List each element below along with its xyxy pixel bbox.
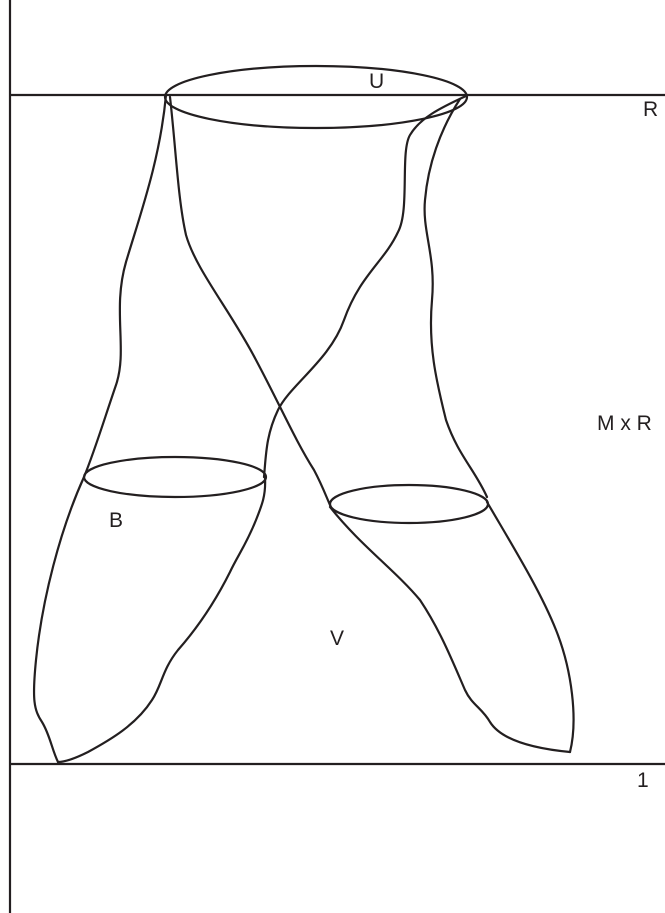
- crossing-strand-left-to-right: [168, 95, 332, 507]
- right-leg-outer-edge: [485, 500, 575, 754]
- label-middle-region: M x R: [597, 412, 652, 435]
- left-leg-outer-edge: [32, 475, 86, 764]
- right-ellipse: [328, 483, 490, 525]
- label-left-ellipse: B: [109, 509, 123, 532]
- left-tube-outer-edge: [82, 93, 168, 479]
- crossing-strand-right-to-left: [262, 94, 468, 479]
- label-top-line: R: [643, 98, 658, 121]
- right-leg-inner-edge: [328, 505, 572, 754]
- right-tube-outer-edge: [423, 97, 489, 499]
- label-bottom-line: 1: [637, 769, 649, 792]
- top-ellipse: [163, 64, 469, 130]
- left-leg-inner-edge: [56, 476, 267, 764]
- label-region: V: [330, 627, 344, 650]
- left-ellipse: [82, 455, 268, 499]
- label-top-ellipse: U: [369, 70, 384, 93]
